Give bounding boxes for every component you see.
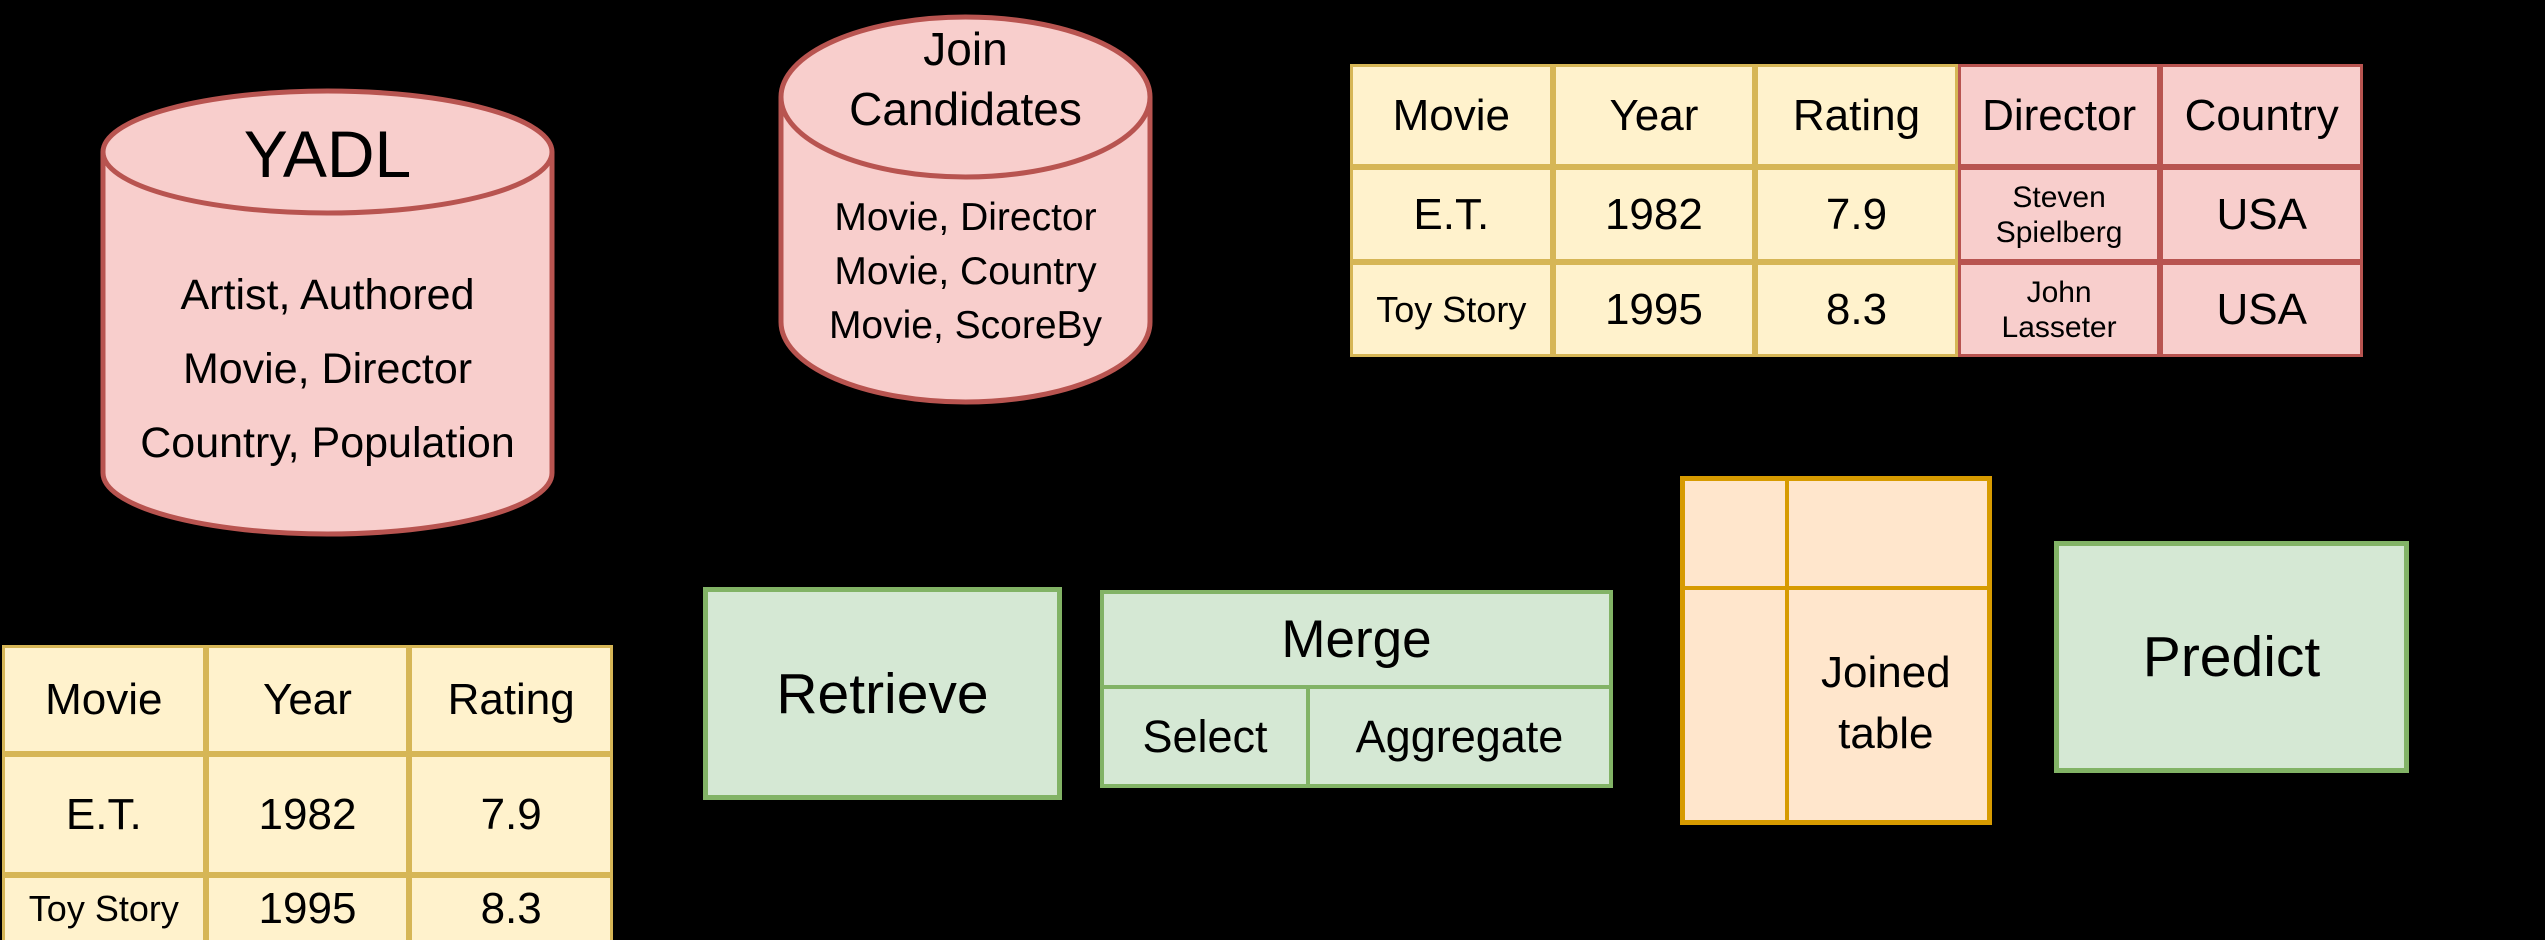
base-table-header-rating: Rating — [409, 645, 613, 754]
yadl-item: Movie, Director — [182, 345, 473, 393]
join-candidate-item: Movie, Country — [834, 250, 1097, 293]
augmented-table-header-rating: Rating — [1755, 64, 1958, 167]
table-cell: 8.3 — [1755, 262, 1958, 357]
augmented-table-header-movie: Movie — [1350, 64, 1553, 167]
table-cell: 1982 — [1552, 167, 1756, 262]
join-candidates-title-line: Candidates — [849, 83, 1082, 135]
table-cell: 1995 — [205, 875, 410, 940]
base-table-header-year: Year — [205, 645, 410, 754]
joined-table-box: Joined table — [1680, 476, 1992, 825]
table-cell: 8.3 — [409, 875, 613, 940]
table-cell: Toy Story — [1350, 262, 1553, 357]
table-cell: 1995 — [1552, 262, 1756, 357]
table-cell: Toy Story — [2, 875, 206, 940]
table-cell: E.T. — [2, 754, 206, 875]
yadl-item-list: Artist, Authored Movie, Director Country… — [100, 258, 555, 480]
joined-table-row-divider — [1685, 586, 1987, 591]
yadl-item: Artist, Authored — [180, 271, 475, 319]
select-substep-box: Select — [1104, 689, 1310, 784]
join-candidates-title: Join Candidates — [778, 19, 1153, 139]
director-name: John Lasseter — [2001, 275, 2117, 344]
table-cell: Steven Spielberg — [1957, 167, 2161, 262]
aggregate-substep-box: Aggregate — [1355, 710, 1564, 762]
augmented-table-header-year: Year — [1552, 64, 1756, 167]
table-cell: 7.9 — [409, 754, 613, 875]
join-candidates-item-list: Movie, Director Movie, Country Movie, Sc… — [778, 191, 1153, 353]
retrieve-step-box: Retrieve — [703, 587, 1062, 800]
joined-table-label-line: table — [1838, 709, 1934, 759]
merge-step-label: Merge — [1104, 594, 1609, 689]
table-cell: USA — [2160, 167, 2363, 262]
joined-table-label: Joined table — [1785, 586, 1987, 820]
yadl-title: YADL — [243, 117, 412, 191]
merge-substeps-row: Select Aggregate — [1104, 689, 1609, 784]
join-candidate-item: Movie, Director — [834, 196, 1097, 239]
table-cell: 7.9 — [1755, 167, 1958, 262]
base-table-header-movie: Movie — [2, 645, 206, 754]
join-candidate-item: Movie, ScoreBy — [828, 304, 1103, 347]
database-cylinder-icon — [100, 88, 555, 537]
joined-table-label-line: Joined — [1820, 648, 1951, 698]
augmented-table-header-director: Director — [1957, 64, 2161, 167]
augmented-table: Movie Year Rating Director Country E.T. … — [1350, 64, 2363, 357]
join-candidates-title-line: Join — [923, 23, 1008, 75]
table-cell: E.T. — [1350, 167, 1553, 262]
augmented-table-header-country: Country — [2160, 64, 2363, 167]
table-cell: John Lasseter — [1957, 262, 2161, 357]
director-name: Steven Spielberg — [1995, 180, 2123, 249]
yadl-item: Country, Population — [140, 419, 515, 467]
table-cell: USA — [2160, 262, 2363, 357]
table-cell: 1982 — [205, 754, 410, 875]
predict-step-box: Predict — [2054, 541, 2409, 773]
joined-table-column-divider — [1784, 481, 1789, 820]
merge-step-box: Merge Select Aggregate — [1100, 590, 1613, 788]
database-cylinder-icon — [778, 14, 1153, 405]
base-table: Movie Year Rating E.T. 1982 7.9 Toy Stor… — [2, 645, 613, 940]
yadl-database-cylinder: YADL Artist, Authored Movie, Director Co… — [100, 88, 555, 537]
join-candidates-database-cylinder: Join Candidates Movie, Director Movie, C… — [778, 13, 1153, 406]
